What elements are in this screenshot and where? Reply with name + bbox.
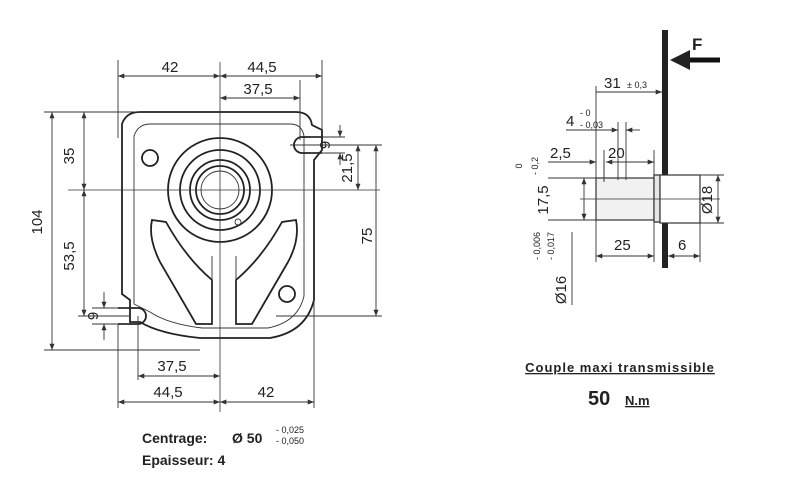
- shaft-shoulder: [653, 174, 661, 223]
- dim-4-tol-upper: - 0: [580, 108, 591, 118]
- dim-20: 20: [608, 145, 625, 162]
- dim-left-53-5: 53,5: [61, 241, 78, 270]
- dim-17-5-tol-lower: - 0,2: [530, 157, 540, 175]
- force-label: F: [692, 35, 702, 54]
- dim-top-37-5: 37,5: [243, 81, 272, 98]
- dim-bottom-37-5: 37,5: [157, 358, 186, 375]
- dim-6: 6: [678, 237, 686, 254]
- dim-4: 4: [566, 113, 574, 130]
- force-arrow-head: [670, 50, 690, 70]
- dim-top-left-42: 42: [162, 59, 179, 76]
- dim-left-104: 104: [29, 209, 46, 234]
- dim-2-5: 2,5: [550, 145, 571, 162]
- dim-31-tol: ± 0,3: [627, 80, 647, 90]
- dim-25: 25: [614, 237, 631, 254]
- key-mark: [234, 218, 242, 226]
- rib-pocket-left: [150, 218, 213, 325]
- shaft-dimension-lines: [548, 89, 721, 305]
- shaft-view: F: [514, 30, 724, 410]
- torque-value: 50: [588, 388, 610, 410]
- centrage-tol-lower: - 0,050: [276, 436, 304, 446]
- dim-16-tol-upper: - 0,006: [532, 232, 542, 260]
- torque-label: Couple maxi transmissible: [525, 360, 715, 375]
- dim-16-tol-lower: - 0,017: [546, 232, 556, 260]
- bolt-hole-top-left: [141, 149, 159, 167]
- dim-right-21-5: 21,5: [339, 153, 356, 182]
- dim-bottom-44-5: 44,5: [153, 384, 182, 401]
- dim-31: 31: [604, 75, 621, 92]
- epaisseur-label: Epaisseur: 4: [142, 452, 225, 468]
- dim-right-75: 75: [359, 228, 376, 245]
- shaft-extension-lines: [548, 86, 724, 262]
- centrage-tol-upper: - 0,025: [276, 425, 304, 435]
- extension-lines: [44, 60, 382, 408]
- dimension-lines: [49, 73, 379, 405]
- torque-unit: N.m: [625, 393, 650, 408]
- dim-bottom-42: 42: [258, 384, 275, 401]
- flange-view: 42 44,5 37,5 104 35 53,5 9 9 21,5 75 37,…: [29, 59, 382, 468]
- bottom-left-slot: [118, 307, 147, 325]
- centrage-value: Ø 50: [232, 430, 263, 446]
- dim-left-35: 35: [61, 148, 78, 165]
- bolt-hole-bottom-right: [278, 285, 296, 303]
- dim-18: Ø18: [699, 186, 716, 214]
- dim-4-tol-lower: - 0,03: [580, 120, 603, 130]
- dim-right-9: 9: [317, 141, 334, 149]
- rib-pocket-center: [211, 256, 237, 324]
- dim-left-9: 9: [85, 312, 102, 320]
- dim-top-right-44-5: 44,5: [247, 59, 276, 76]
- flange-inner-outline: [133, 123, 305, 329]
- dim-16: Ø16: [553, 276, 570, 304]
- centrage-label: Centrage:: [142, 430, 207, 446]
- dim-17-5: 17,5: [535, 185, 552, 214]
- mounting-face: [662, 30, 668, 268]
- flange-outline: [121, 111, 323, 339]
- dim-17-5-tol-upper: 0: [514, 163, 524, 168]
